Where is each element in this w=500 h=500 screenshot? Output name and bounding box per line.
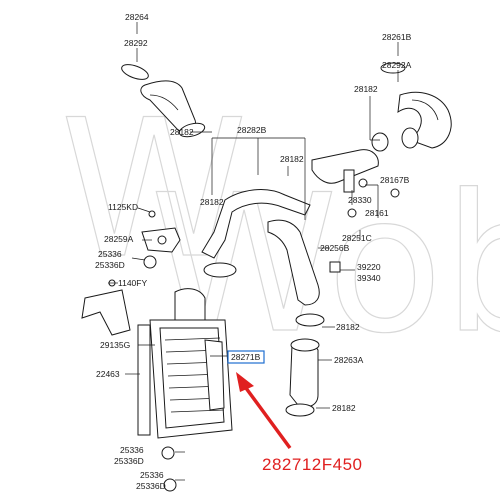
label-28264: 28264 xyxy=(125,12,149,22)
label-25336-middle: 25336 xyxy=(120,445,144,455)
label-1125KD: 1125KD xyxy=(108,202,138,212)
pipe-28251C xyxy=(311,149,400,273)
label-28182-left: 28182 xyxy=(200,197,224,207)
hose-28264 xyxy=(121,64,206,138)
label-22463: 22463 xyxy=(96,369,120,379)
label-28330: 28330 xyxy=(348,195,372,205)
bracket-28259A xyxy=(141,227,181,269)
arrow-head xyxy=(236,372,254,392)
label-25336D-middle: 25336D xyxy=(114,456,144,466)
highlight-box-28271B xyxy=(227,350,265,364)
label-39340: 39340 xyxy=(357,273,381,283)
arrow-shaft xyxy=(241,382,292,450)
label-25336D-bottom: 25336D xyxy=(136,481,166,491)
intercooler-28271B xyxy=(137,288,233,492)
label-28282B: 28282B xyxy=(237,125,267,135)
label-28292A: 28292A xyxy=(382,60,412,70)
hose-28263A xyxy=(285,338,320,417)
label-25336-bottom: 25336 xyxy=(140,470,164,480)
label-28256B: 28256B xyxy=(320,243,350,253)
label-28271B: 28271B xyxy=(231,352,261,362)
label-28263A: 28263A xyxy=(334,355,364,365)
part-labels: 28264 28292 28261B 28292A 28182 28182 28… xyxy=(95,12,412,491)
pipe-28282B xyxy=(201,189,325,327)
callout-arrow xyxy=(236,372,292,450)
label-28182-upper-left: 28182 xyxy=(170,127,194,137)
label-39220: 39220 xyxy=(357,262,381,272)
hose-28261B xyxy=(371,62,452,152)
label-25336D-upper: 25336D xyxy=(95,260,125,270)
label-28251C: 28251C xyxy=(342,233,372,243)
label-28292: 28292 xyxy=(124,38,148,48)
label-1140FY: 1140FY xyxy=(118,278,147,288)
label-28182-bottom: 28182 xyxy=(332,403,356,413)
label-29135G: 29135G xyxy=(100,340,130,350)
label-28182-upper-right: 28182 xyxy=(354,84,378,94)
label-28167B: 28167B xyxy=(380,175,410,185)
label-28182-middle: 28182 xyxy=(280,154,304,164)
highlighted-part-number: 282712F450 xyxy=(262,455,363,474)
label-28261B: 28261B xyxy=(382,32,412,42)
bracket-29135G xyxy=(81,289,131,336)
label-25336-upper: 25336 xyxy=(98,249,122,259)
label-28161: 28161 xyxy=(365,208,389,218)
leader-lines xyxy=(108,22,399,481)
label-28182-lower: 28182 xyxy=(336,322,360,332)
label-28259A: 28259A xyxy=(104,234,134,244)
